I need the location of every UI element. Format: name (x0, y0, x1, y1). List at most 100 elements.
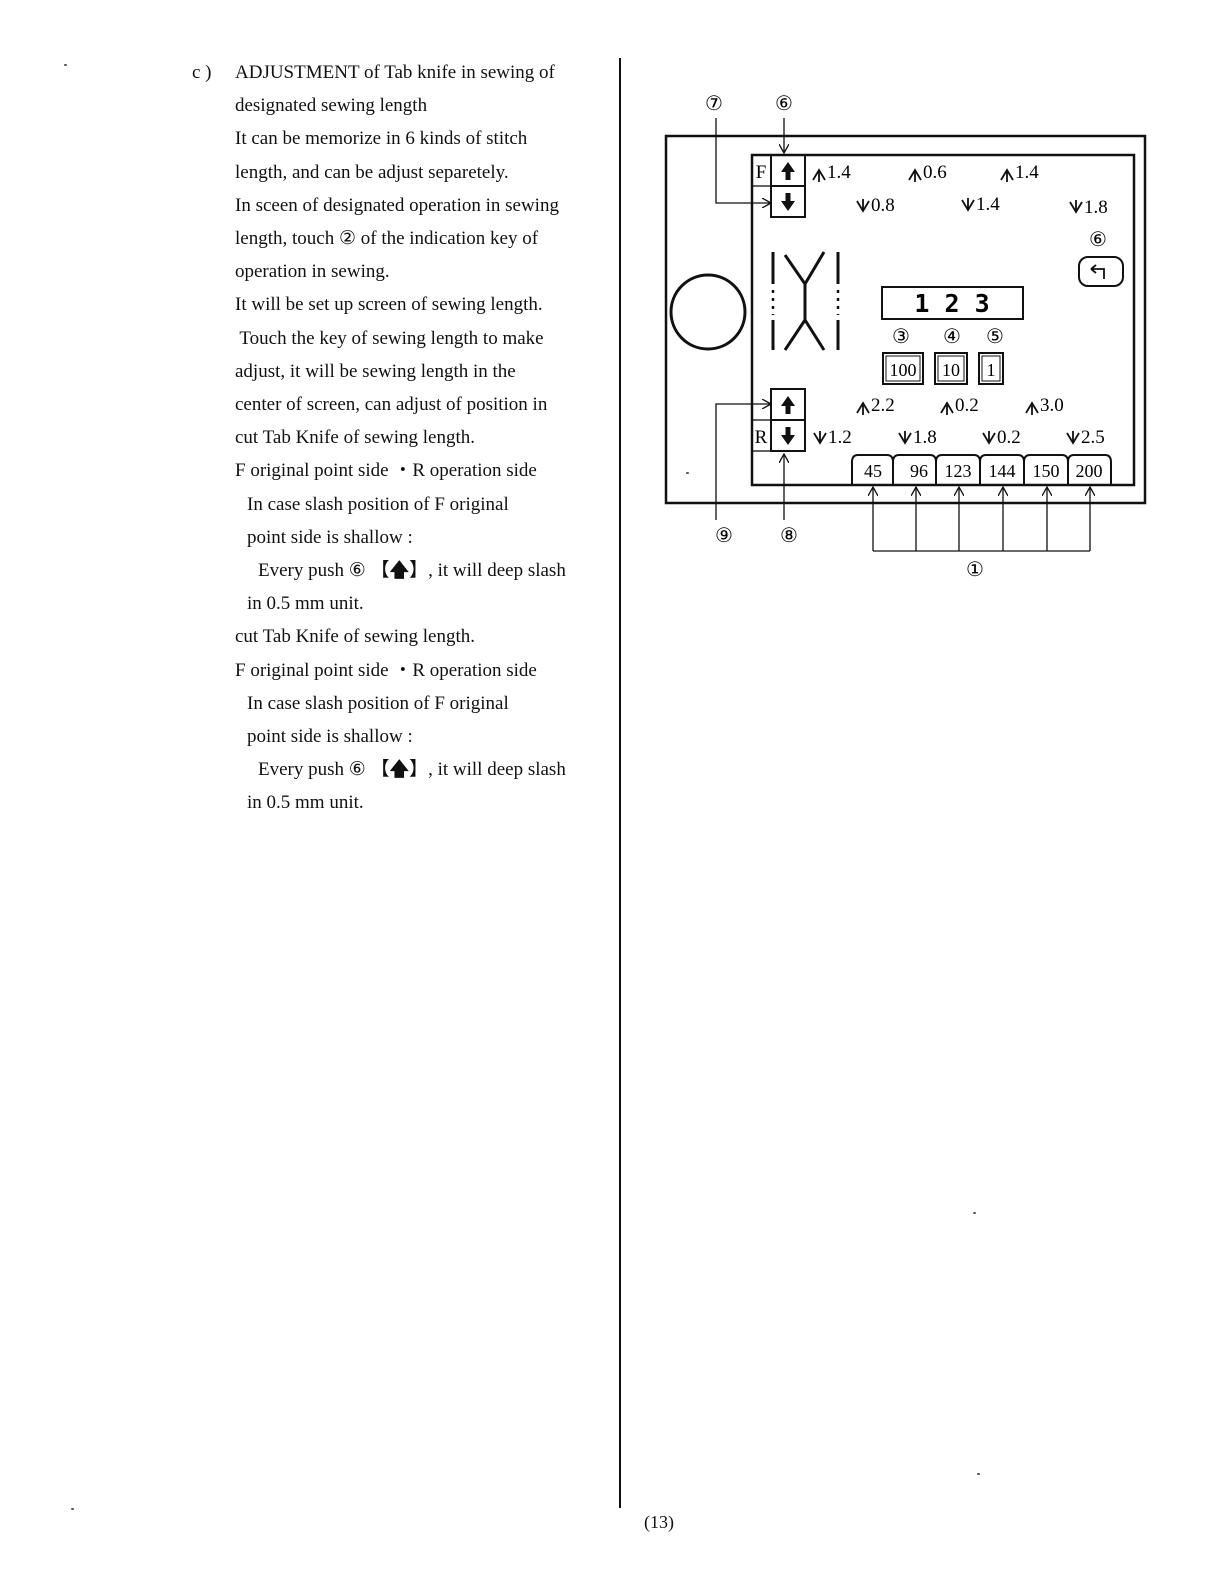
tab-knife-symbol (771, 251, 840, 351)
length-key-45[interactable]: 45 (851, 454, 894, 485)
push-text-start: Every push ⑥ 【 (258, 560, 390, 582)
return-key[interactable] (1078, 256, 1124, 287)
svg-text:96: 96 (910, 461, 928, 481)
para-line: length, touch ② of the indication key of (235, 228, 539, 250)
repeat-line: cut Tab Knife of sewing length. (235, 626, 475, 648)
para-line: center of screen, can adjust of position… (235, 394, 548, 416)
para-line: adjust, it will be sewing length in the (235, 360, 516, 382)
para-line: In sceen of designated operation in sewi… (235, 194, 559, 216)
unit-line: in 0.5 mm unit. (247, 593, 364, 615)
f-up-arrow-icon (781, 162, 795, 180)
svg-text:2.5: 2.5 (1081, 427, 1105, 448)
r-up-value-2: 0.2 (940, 395, 979, 416)
length-key-150[interactable]: 150 (1023, 454, 1069, 485)
section-title-line2: designated sewing length (235, 95, 428, 117)
case-line: In case slash position of F original (247, 493, 509, 515)
push-instruction: Every push ⑥ 【🡅】, it will deep slash (192, 753, 612, 786)
push-instruction: Every push ⑥ 【🡅】, it will deep slash (192, 554, 612, 587)
svg-text:1.8: 1.8 (1084, 197, 1108, 218)
length-key-96[interactable]: 96 (892, 454, 937, 485)
leader-lines (715, 118, 1090, 552)
scan-speck (64, 64, 67, 66)
svg-text:0.2: 0.2 (997, 427, 1021, 448)
panel-outer-frame (664, 134, 1147, 505)
scan-speck (71, 1508, 74, 1510)
para-line: Touch the key of sewing length to make (235, 327, 544, 349)
svg-text:1.2: 1.2 (828, 427, 852, 448)
svg-text:1.4: 1.4 (976, 194, 1000, 215)
svg-text:1.8: 1.8 (913, 427, 937, 448)
svg-text:123: 123 (945, 461, 972, 481)
r-down-value-2: 1.8 (898, 427, 937, 448)
f-up-value-3: 1.4 (1000, 162, 1039, 183)
digit-box-hundreds[interactable]: 100 (882, 352, 924, 385)
scan-speck (977, 1473, 980, 1475)
length-key-144[interactable]: 144 (979, 454, 1025, 485)
f-up-value-2: 0.6 (908, 162, 947, 183)
svg-text:100: 100 (890, 360, 917, 380)
f-label: F (756, 162, 767, 183)
return-arrow-icon (1090, 264, 1105, 279)
r-up-arrow-icon (781, 396, 795, 414)
unit-line: in 0.5 mm unit. (247, 792, 364, 814)
callout-3: ③ (892, 326, 910, 348)
case-line: point side is shallow : (247, 726, 413, 748)
f-down-value-2: 1.4 (961, 194, 1000, 215)
callout-6-top: ⑥ (775, 93, 793, 115)
r-down-value-4: 2.5 (1066, 427, 1105, 448)
r-down-key[interactable] (770, 419, 806, 452)
r-up-value-1: 2.2 (856, 395, 895, 416)
r-down-value-3: 0.2 (982, 427, 1021, 448)
section-marker: c ) (192, 62, 212, 83)
digit-box-ones[interactable]: 1 (978, 352, 1004, 385)
callout-7-top: ⑦ (705, 93, 723, 115)
svg-text:45: 45 (864, 461, 882, 481)
f-down-value-3: 1.8 (1069, 197, 1108, 218)
para-line: length, and can be adjust separetely. (235, 161, 509, 183)
svg-text:150: 150 (1033, 461, 1060, 481)
case-line: In case slash position of F original (247, 692, 509, 714)
callout-5: ⑤ (986, 326, 1004, 348)
r-down-arrow-icon (781, 427, 795, 445)
panel-screen (750, 153, 1136, 487)
para-line: F original point side ・R operation side (235, 460, 537, 482)
callout-4: ④ (943, 326, 961, 348)
callout-6-right: ⑥ (1089, 229, 1107, 251)
up-arrow-icon: 🡅 (389, 560, 410, 582)
svg-text:0.6: 0.6 (923, 162, 947, 183)
svg-text:10: 10 (942, 360, 960, 380)
para-line: It will be set up screen of sewing lengt… (235, 294, 543, 316)
svg-text:144: 144 (989, 461, 1016, 481)
r-down-value-1: 1.2 (813, 427, 852, 448)
case-line: point side is shallow : (247, 526, 413, 548)
svg-text:200: 200 (1076, 461, 1103, 481)
repeat-line: F original point side ・R operation side (235, 659, 537, 681)
callout-8: ⑧ (780, 525, 798, 547)
svg-text:0.2: 0.2 (955, 395, 979, 416)
length-key-123[interactable]: 123 (935, 454, 981, 485)
column-divider (619, 58, 621, 1508)
push-text-end: 】, it will deep slash (409, 759, 566, 781)
svg-text:1.4: 1.4 (827, 162, 851, 183)
section-heading: c ) ADJUSTMENT of Tab knife in sewing of (192, 56, 612, 89)
length-key-200[interactable]: 200 (1067, 454, 1112, 485)
svg-text:0.8: 0.8 (871, 195, 895, 216)
svg-text:1: 1 (987, 360, 996, 380)
page-number: (13) (644, 1512, 674, 1532)
f-down-value-1: 0.8 (856, 195, 895, 216)
digit-box-tens[interactable]: 10 (934, 352, 968, 385)
para-line: It can be memorize in 6 kinds of stitch (235, 128, 528, 150)
f-down-arrow-icon (781, 193, 795, 211)
section-title-line1: ADJUSTMENT of Tab knife in sewing of (235, 62, 555, 83)
push-text-start: Every push ⑥ 【 (258, 759, 390, 781)
push-text-end: 】, it will deep slash (409, 560, 566, 582)
r-up-value-3: 3.0 (1025, 395, 1064, 416)
svg-text:1.4: 1.4 (1015, 162, 1039, 183)
callout-9: ⑨ (715, 525, 733, 547)
length-display (881, 286, 1024, 320)
length-display-digits: 1 2 3 (914, 289, 989, 318)
callout-1: ① (966, 559, 984, 581)
up-arrow-icon: 🡅 (389, 759, 410, 781)
panel-knob (669, 273, 747, 351)
